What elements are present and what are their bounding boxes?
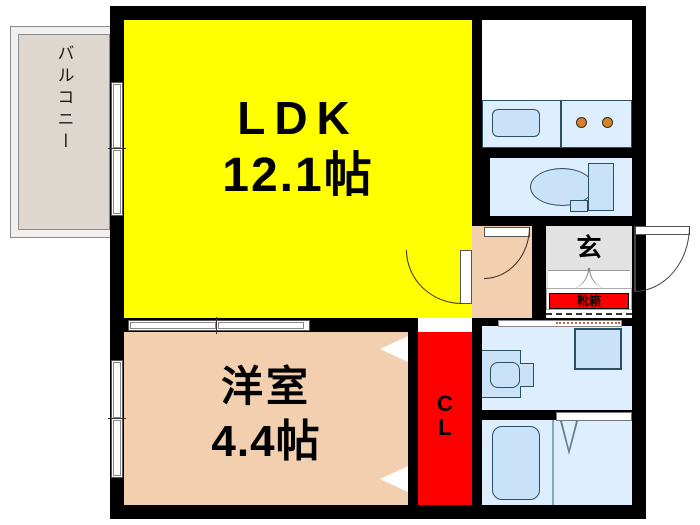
wall-bottom xyxy=(110,505,646,519)
toilet-flush-lever xyxy=(570,200,588,212)
closet-label-line2: L xyxy=(438,414,452,440)
ldk-room-sliding-handle xyxy=(216,317,217,334)
ldk-area: 12.1帖 xyxy=(222,149,374,202)
bathroom-door[interactable] xyxy=(556,412,632,421)
wall-genkan-bottom xyxy=(532,290,546,318)
ldk-title: LDK xyxy=(237,92,359,144)
entrance-door-swing-arc xyxy=(634,226,690,292)
room-window-panel-upper xyxy=(113,362,121,418)
balcony-door-panel-lower xyxy=(113,150,121,214)
wall-top xyxy=(110,6,646,20)
washing-machine-space xyxy=(574,328,622,370)
wall-genkan-left xyxy=(532,226,546,292)
room-washitsu xyxy=(124,332,408,505)
room-area: 4.4帖 xyxy=(211,417,321,466)
closet-door-upper-icon xyxy=(380,336,408,362)
wall-closet-left xyxy=(408,318,418,519)
balcony-door-panel-upper xyxy=(113,84,121,148)
toilet-tank xyxy=(588,163,614,211)
room-title: 洋室 xyxy=(220,363,311,410)
washbasin-bowl xyxy=(490,362,520,388)
balcony-door-handle xyxy=(108,148,126,149)
ldk-room-sliding-panel-left xyxy=(130,322,216,329)
closet-door-lower-icon xyxy=(380,466,408,492)
ldk-room-sliding-panel-right xyxy=(218,322,304,329)
washroom-door-dashes xyxy=(556,322,620,324)
kitchen-sink xyxy=(492,109,540,137)
wall-toilet-bottom xyxy=(472,216,646,226)
balcony-label: バルコニー xyxy=(18,44,110,224)
balcony-label-text: バルコニー xyxy=(54,44,74,154)
entrance-door-jamb xyxy=(634,226,636,292)
wall-kitchen-left xyxy=(472,20,482,150)
room-window-handle xyxy=(108,418,126,419)
kitchen-counter-divider xyxy=(560,100,562,148)
wall-toilet-top xyxy=(482,148,646,158)
shoebox: 靴箱 xyxy=(549,293,629,309)
bathtub xyxy=(492,426,540,500)
wall-toilet-left xyxy=(472,148,490,226)
washbasin-notch xyxy=(520,350,534,364)
bathroom-door-swing-inner xyxy=(562,421,576,449)
closet-label: C L xyxy=(418,392,472,440)
genkan-label: 玄 xyxy=(576,234,602,262)
stove-burner-left-icon xyxy=(576,117,587,128)
washbasin-notch-lower xyxy=(520,386,534,398)
closet-door-upper-outline xyxy=(380,336,408,362)
genkan-threshold xyxy=(546,313,632,315)
balcony xyxy=(18,34,110,230)
closet-cl xyxy=(418,332,472,505)
stove-burner-right-icon xyxy=(602,117,613,128)
closet-label-line1: C xyxy=(437,391,453,416)
bathroom-divider-line xyxy=(552,420,554,505)
room-window-panel-lower xyxy=(113,420,121,476)
